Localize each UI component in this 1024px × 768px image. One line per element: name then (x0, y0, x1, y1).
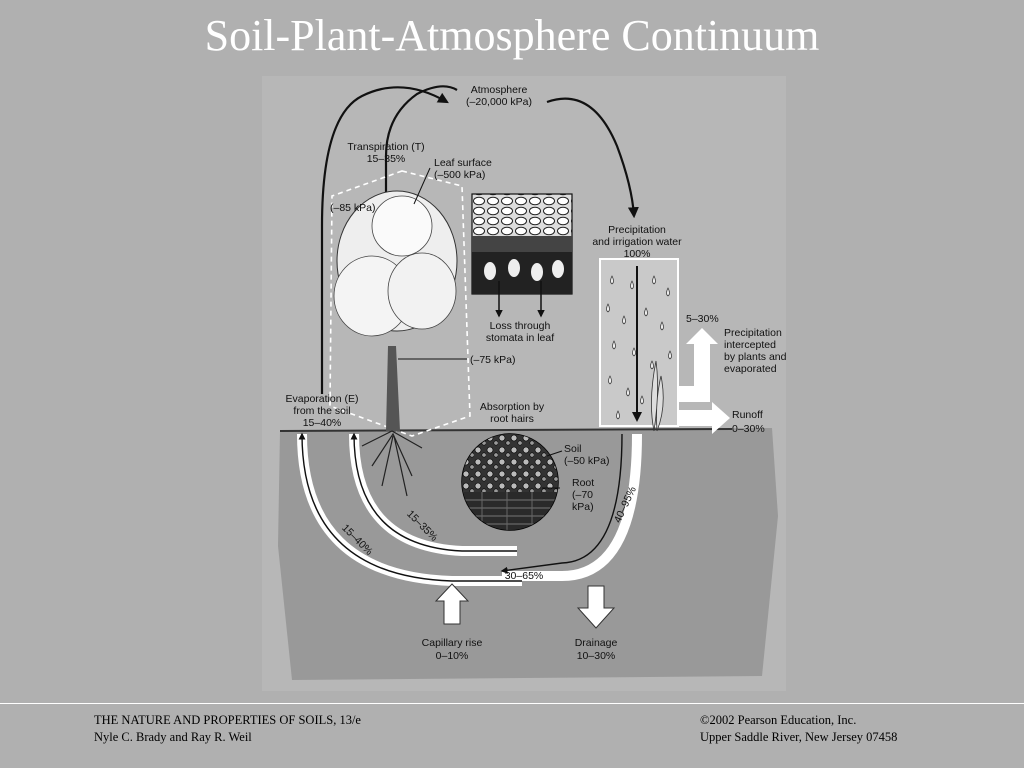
book-authors: Nyle C. Brady and Ray R. Weil (94, 730, 252, 744)
intercepted-percent-label: 5–30% (686, 313, 719, 325)
atmosphere-to-precip-path (546, 97, 639, 219)
continuum-diagram: Atmosphere(–20,000 kPa) Transpiration (T… (278, 84, 786, 680)
transpiration-label: Transpiration (T)15–35% (347, 141, 424, 165)
stem-pressure-label: (–75 kPa) (470, 354, 516, 366)
footer-rule (0, 703, 1024, 704)
book-title: THE NATURE AND PROPERTIES OF SOILS, 13/e (94, 713, 361, 727)
drainage-arrow (576, 585, 616, 629)
evaporation-path (320, 86, 449, 394)
leaf-surface-pointer (413, 167, 431, 205)
rain-column (599, 258, 679, 432)
capillary-rise-arrow (434, 583, 470, 625)
leaf-cross-section (471, 193, 573, 295)
publisher-address: Upper Saddle River, New Jersey 07458 (700, 730, 898, 744)
copyright-notice: ©2002 Pearson Education, Inc. (700, 713, 857, 727)
interception-arrow (678, 328, 718, 402)
soil-zone (278, 428, 778, 680)
footer-left: THE NATURE AND PROPERTIES OF SOILS, 13/e… (94, 712, 361, 746)
leaf-surface-label: Leaf surface(–500 kPa) (434, 157, 492, 181)
soil-label: Soil(–50 kPa) (564, 443, 610, 467)
atmosphere-label: Atmosphere(–20,000 kPa) (466, 84, 532, 108)
slide-title: Soil-Plant-Atmosphere Continuum (204, 11, 820, 60)
leaf-pressure-label: (–85 kPa) (330, 202, 376, 214)
flow-storage-label: 30–65% (505, 570, 544, 582)
tree-illustration (333, 190, 458, 497)
footer-right: ©2002 Pearson Education, Inc. Upper Sadd… (700, 712, 897, 746)
continuum-figure: Atmosphere(–20,000 kPa) Transpiration (T… (262, 76, 786, 691)
infiltration-loop-band (502, 433, 642, 581)
leaf-outline-dashed (329, 170, 471, 437)
root-soil-closeup (461, 433, 559, 531)
runoff-arrow (678, 402, 730, 434)
transpiration-path (380, 85, 458, 209)
